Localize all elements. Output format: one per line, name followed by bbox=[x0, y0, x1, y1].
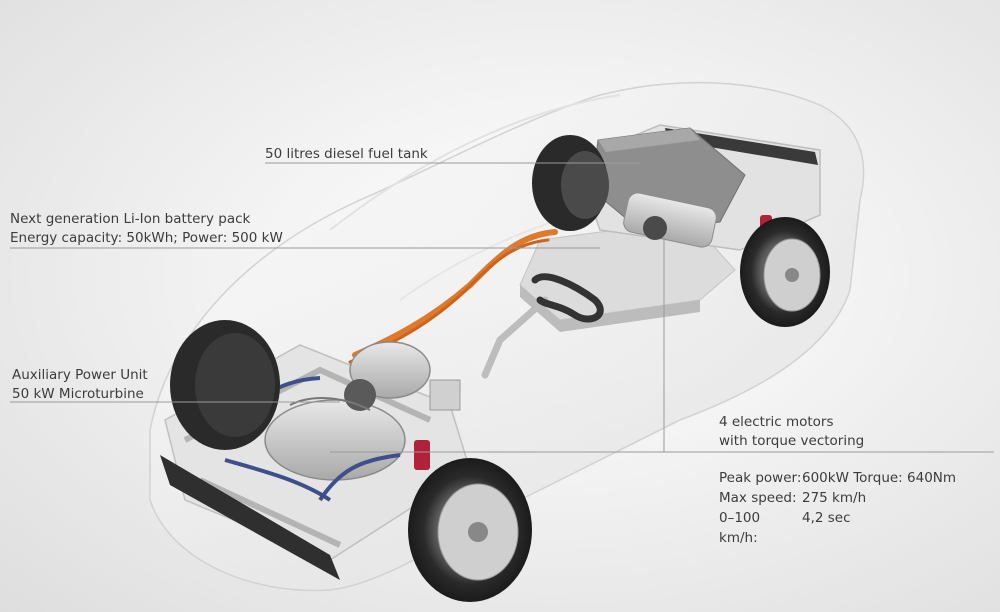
label-apu-title: Auxiliary Power Unit bbox=[12, 367, 148, 383]
spec-value: 4,2 sec bbox=[802, 510, 851, 526]
spec-key: Peak power: bbox=[719, 470, 802, 486]
spec-key: Max speed: bbox=[719, 490, 797, 506]
label-battery-specs: Energy capacity: 50kWh; Power: 500 kW bbox=[10, 230, 283, 246]
label-apu-subtitle: 50 kW Microturbine bbox=[12, 386, 144, 402]
label-fuel-tank: 50 litres diesel fuel tank bbox=[265, 146, 428, 162]
callout-lines bbox=[10, 162, 994, 453]
spec-row: Peak power: 600kW Torque: 640Nm bbox=[719, 468, 956, 488]
spec-row: 0–100 km/h: 4,2 sec bbox=[719, 508, 956, 548]
wheel-front-right bbox=[408, 458, 532, 602]
steering-assembly bbox=[429, 273, 604, 411]
label-motors-title: 4 electric motors bbox=[719, 414, 834, 430]
spec-row: Max speed: 275 km/h bbox=[719, 488, 956, 508]
label-motors-subtitle: with torque vectoring bbox=[719, 433, 865, 449]
spec-value: 275 km/h bbox=[802, 490, 867, 506]
wheel-front-left bbox=[170, 320, 280, 450]
wheel-rear-left bbox=[532, 135, 609, 231]
performance-specs: Peak power: 600kW Torque: 640Nm Max spee… bbox=[719, 468, 956, 548]
front-bumper bbox=[160, 455, 340, 580]
label-battery-title: Next generation Li-Ion battery pack bbox=[10, 211, 251, 227]
spec-key: 0–100 km/h: bbox=[719, 510, 761, 546]
wheel-rear-right bbox=[740, 217, 830, 327]
rear-motors bbox=[623, 192, 717, 248]
spec-value: 600kW Torque: 640Nm bbox=[802, 470, 957, 486]
